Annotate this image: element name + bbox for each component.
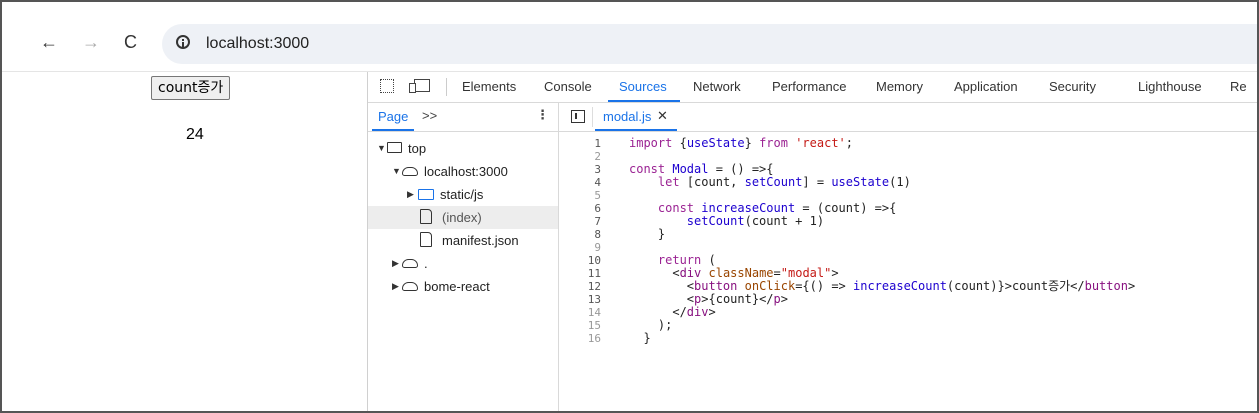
tab-security[interactable]: Security	[1049, 79, 1096, 94]
tree-label: manifest.json	[442, 233, 519, 248]
active-tab-indicator	[608, 100, 680, 102]
collapse-arrow-icon[interactable]: ▶	[392, 258, 399, 268]
tab-recorder[interactable]: Re	[1230, 79, 1247, 94]
tree-item-index[interactable]: (index)	[368, 206, 558, 229]
line-number: 12	[587, 280, 601, 293]
code-line[interactable]: return (	[657, 253, 716, 267]
line-number-gutter: 1 2 3 4 5 6 7 8 9 10 11 12 13 14 15 16	[559, 133, 617, 411]
tree-label: localhost:3000	[424, 164, 508, 179]
line-number: 6	[594, 202, 601, 215]
tab-network[interactable]: Network	[693, 79, 741, 94]
editor-tab-bar: modal.js ✕	[559, 103, 1257, 132]
tree-item-localhost[interactable]: ▼ localhost:3000	[368, 160, 558, 183]
source-editor: modal.js ✕ 1 2 3 4 5 6 7 8 9 10 11 12 13…	[559, 103, 1257, 411]
code-line[interactable]: setCount(count + 1)	[686, 214, 825, 228]
tree-item-static-js[interactable]: ▶ static/js	[368, 183, 558, 206]
line-number: 16	[587, 332, 601, 345]
expand-arrow-icon[interactable]: ▼	[377, 143, 386, 153]
line-number: 3	[594, 163, 601, 176]
tree-label: top	[408, 141, 427, 156]
frame-icon	[387, 142, 402, 153]
tree-item-dot[interactable]: ▶ .	[368, 252, 558, 275]
folder-icon	[418, 189, 434, 200]
back-icon[interactable]: ←	[40, 32, 58, 52]
code-line[interactable]: <div className="modal">	[629, 266, 839, 280]
tree-label: .	[424, 256, 428, 271]
tab-sources[interactable]: Sources	[619, 79, 667, 94]
forward-icon[interactable]: →	[82, 32, 100, 52]
count-increase-button[interactable]: count증가	[151, 76, 231, 100]
address-bar[interactable]: localhost:3000	[162, 24, 1257, 64]
navigator-header: Page >> ⋮	[368, 103, 558, 132]
line-number: 5	[594, 189, 601, 202]
code-line[interactable]: }	[629, 227, 666, 241]
collapse-arrow-icon[interactable]: ▶	[407, 189, 414, 199]
toolbar-divider	[446, 78, 447, 96]
line-number: 10	[587, 254, 601, 267]
line-number: 1	[594, 137, 601, 150]
tab-elements[interactable]: Elements	[462, 79, 517, 94]
line-number: 7	[594, 215, 601, 228]
line-number: 4	[594, 176, 601, 189]
line-number: 8	[594, 228, 601, 241]
devtools-panel: Elements Console Sources Network Perform…	[367, 72, 1257, 411]
expand-arrow-icon[interactable]: ▼	[392, 166, 401, 176]
tab-application[interactable]: Application	[954, 79, 1018, 94]
file-tab-indicator	[595, 129, 677, 131]
page-viewport: count증가 24	[2, 72, 367, 411]
line-number: 11	[587, 267, 601, 280]
tab-performance[interactable]: Performance	[772, 79, 847, 94]
more-tabs-icon[interactable]: >>	[422, 108, 438, 123]
toggle-navigator-icon[interactable]	[571, 110, 585, 123]
tab-memory[interactable]: Memory	[876, 79, 923, 94]
device-toolbar-icon[interactable]	[409, 79, 430, 93]
tab-lighthouse[interactable]: Lighthouse	[1138, 79, 1202, 94]
tree-label: (index)	[442, 210, 482, 225]
tree-label: bome-react	[424, 279, 490, 294]
file-icon	[420, 209, 432, 224]
kebab-menu-icon[interactable]: ⋮	[536, 107, 549, 122]
editor-divider	[592, 107, 593, 127]
inspect-element-icon[interactable]	[380, 79, 394, 93]
line-number: 15	[587, 319, 601, 332]
info-icon[interactable]	[176, 35, 190, 49]
navigator-tab-page[interactable]: Page	[378, 109, 409, 124]
collapse-arrow-icon[interactable]: ▶	[392, 281, 399, 291]
cloud-icon	[402, 259, 418, 268]
code-content[interactable]: import {useState} from 'react'; const Mod…	[629, 133, 1257, 411]
reload-icon[interactable]: C	[124, 32, 137, 52]
navigator-tab-indicator	[372, 129, 414, 131]
devtools-tab-bar: Elements Console Sources Network Perform…	[368, 72, 1257, 103]
file-tab-modal-js[interactable]: modal.js	[603, 109, 652, 124]
line-number: 9	[594, 241, 601, 254]
code-line[interactable]: const Modal = () =>{	[629, 162, 774, 176]
browser-toolbar: ← → C localhost:3000	[2, 2, 1257, 72]
file-icon	[420, 232, 432, 247]
close-icon[interactable]: ✕	[657, 108, 668, 123]
cloud-icon	[402, 167, 418, 176]
tree-item-top[interactable]: ▼ top	[368, 137, 558, 160]
tree-item-manifest[interactable]: manifest.json	[368, 229, 558, 252]
cloud-icon	[402, 282, 418, 291]
tree-item-bome-react[interactable]: ▶ bome-react	[368, 275, 558, 298]
code-line[interactable]: import {useState} from 'react';	[629, 136, 854, 150]
url-text[interactable]: localhost:3000	[206, 35, 310, 52]
code-line[interactable]: <button onClick={() => increaseCount(cou…	[629, 279, 1136, 293]
line-number: 2	[594, 150, 601, 163]
code-line[interactable]: let [count, setCount] = useState(1)	[657, 175, 911, 189]
line-number: 14	[587, 306, 601, 319]
sources-navigator: Page >> ⋮ ▼ top ▼ localhost:3000 ▶ stati…	[368, 103, 559, 411]
count-value: 24	[186, 126, 204, 143]
tree-label: static/js	[440, 187, 484, 202]
code-line[interactable]: </div>	[629, 305, 716, 319]
line-number: 13	[587, 293, 601, 306]
code-line[interactable]: }	[629, 331, 651, 345]
code-line[interactable]: const increaseCount = (count) =>{	[657, 201, 897, 215]
code-line[interactable]: <p>{count}</p>	[629, 292, 788, 306]
tab-console[interactable]: Console	[544, 79, 592, 94]
code-line[interactable]: );	[629, 318, 673, 332]
